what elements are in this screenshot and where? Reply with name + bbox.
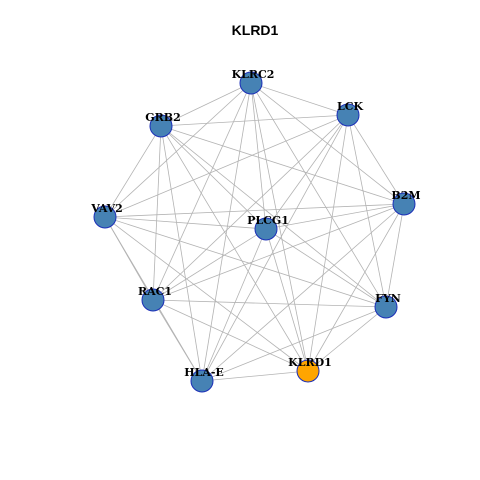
edge-lck-klrd1	[307, 114, 349, 372]
node-hla-e[interactable]: HLA-E	[184, 366, 224, 393]
edge-fyn-klrd1	[307, 306, 387, 372]
edge-lck-b2m	[347, 114, 405, 205]
edge-klrc2-klrd1	[250, 82, 309, 372]
edge-lck-hla-e	[201, 114, 349, 382]
node-label-rac1: RAC1	[138, 285, 172, 298]
node-label-b2m: B2M	[391, 189, 420, 202]
node-circle-b2m[interactable]	[392, 192, 416, 216]
node-circle-vav2[interactable]	[93, 205, 117, 229]
node-label-lck: LCK	[337, 100, 363, 113]
edge-grb2-hla-e	[160, 125, 203, 382]
edge-b2m-hla-e	[201, 203, 405, 382]
edge-plcg1-fyn	[265, 228, 387, 308]
edge-klrc2-vav2	[104, 82, 252, 218]
edge-b2m-rac1	[152, 203, 405, 301]
node-circle-grb2[interactable]	[149, 114, 173, 138]
edge-plcg1-hla-e	[201, 228, 267, 382]
edge-plcg1-klrd1	[265, 228, 309, 372]
edge-rac1-klrd1	[152, 299, 309, 372]
node-label-plcg1: PLCG1	[247, 214, 289, 227]
node-label-vav2: VAV2	[90, 202, 123, 215]
edge-grb2-rac1	[152, 125, 162, 301]
edge-rac1-hla-e	[152, 299, 203, 382]
edge-grb2-vav2	[104, 125, 162, 218]
edge-klrc2-rac1	[152, 82, 252, 301]
node-circle-rac1[interactable]	[141, 288, 165, 312]
node-lck[interactable]: LCK	[336, 100, 363, 127]
node-label-klrd1: KLRD1	[288, 356, 332, 369]
node-circle-lck[interactable]	[336, 103, 360, 127]
node-klrc2[interactable]: KLRC2	[232, 68, 275, 95]
node-b2m[interactable]: B2M	[391, 189, 421, 216]
edge-b2m-plcg1	[265, 203, 405, 230]
edge-hla-e-klrd1	[201, 370, 309, 382]
edge-klrc2-hla-e	[201, 82, 252, 382]
edge-lck-plcg1	[265, 114, 349, 230]
edge-vav2-b2m	[104, 203, 405, 218]
node-label-grb2: GRB2	[145, 111, 181, 124]
edge-grb2-fyn	[160, 125, 387, 308]
node-klrd1[interactable]: KLRD1	[288, 356, 332, 383]
node-circle-klrc2[interactable]	[239, 71, 263, 95]
edge-lck-vav2	[104, 114, 349, 218]
edge-fyn-hla-e	[201, 306, 387, 382]
node-rac1[interactable]: RAC1	[138, 285, 172, 312]
edge-lck-grb2	[160, 114, 349, 127]
node-circle-fyn[interactable]	[374, 295, 398, 319]
edge-vav2-plcg1	[104, 216, 267, 230]
edge-lck-rac1	[152, 114, 349, 301]
edge-grb2-plcg1	[160, 125, 267, 230]
edge-plcg1-rac1	[152, 228, 267, 301]
node-label-hla-e: HLA-E	[184, 366, 224, 379]
edge-b2m-fyn	[385, 203, 405, 308]
edge-layer	[104, 82, 405, 382]
edge-vav2-klrd1	[104, 216, 309, 372]
edge-vav2-fyn	[104, 216, 387, 308]
node-label-fyn: FYN	[375, 292, 401, 305]
edge-klrc2-fyn	[250, 82, 387, 308]
diagram-title: KLRD1	[232, 22, 279, 38]
node-circle-klrd1[interactable]	[296, 359, 320, 383]
edge-rac1-fyn	[152, 299, 387, 308]
node-label-klrc2: KLRC2	[232, 68, 275, 81]
edge-klrc2-grb2	[160, 82, 252, 127]
node-vav2[interactable]: VAV2	[90, 202, 123, 229]
node-fyn[interactable]: FYN	[374, 292, 401, 319]
node-circle-hla-e[interactable]	[190, 369, 214, 393]
node-circle-plcg1[interactable]	[254, 217, 278, 241]
edge-grb2-b2m	[160, 125, 405, 205]
node-grb2[interactable]: GRB2	[145, 111, 181, 138]
node-plcg1[interactable]: PLCG1	[247, 214, 289, 241]
edge-klrc2-plcg1	[250, 82, 267, 230]
edge-klrc2-lck	[250, 82, 349, 116]
